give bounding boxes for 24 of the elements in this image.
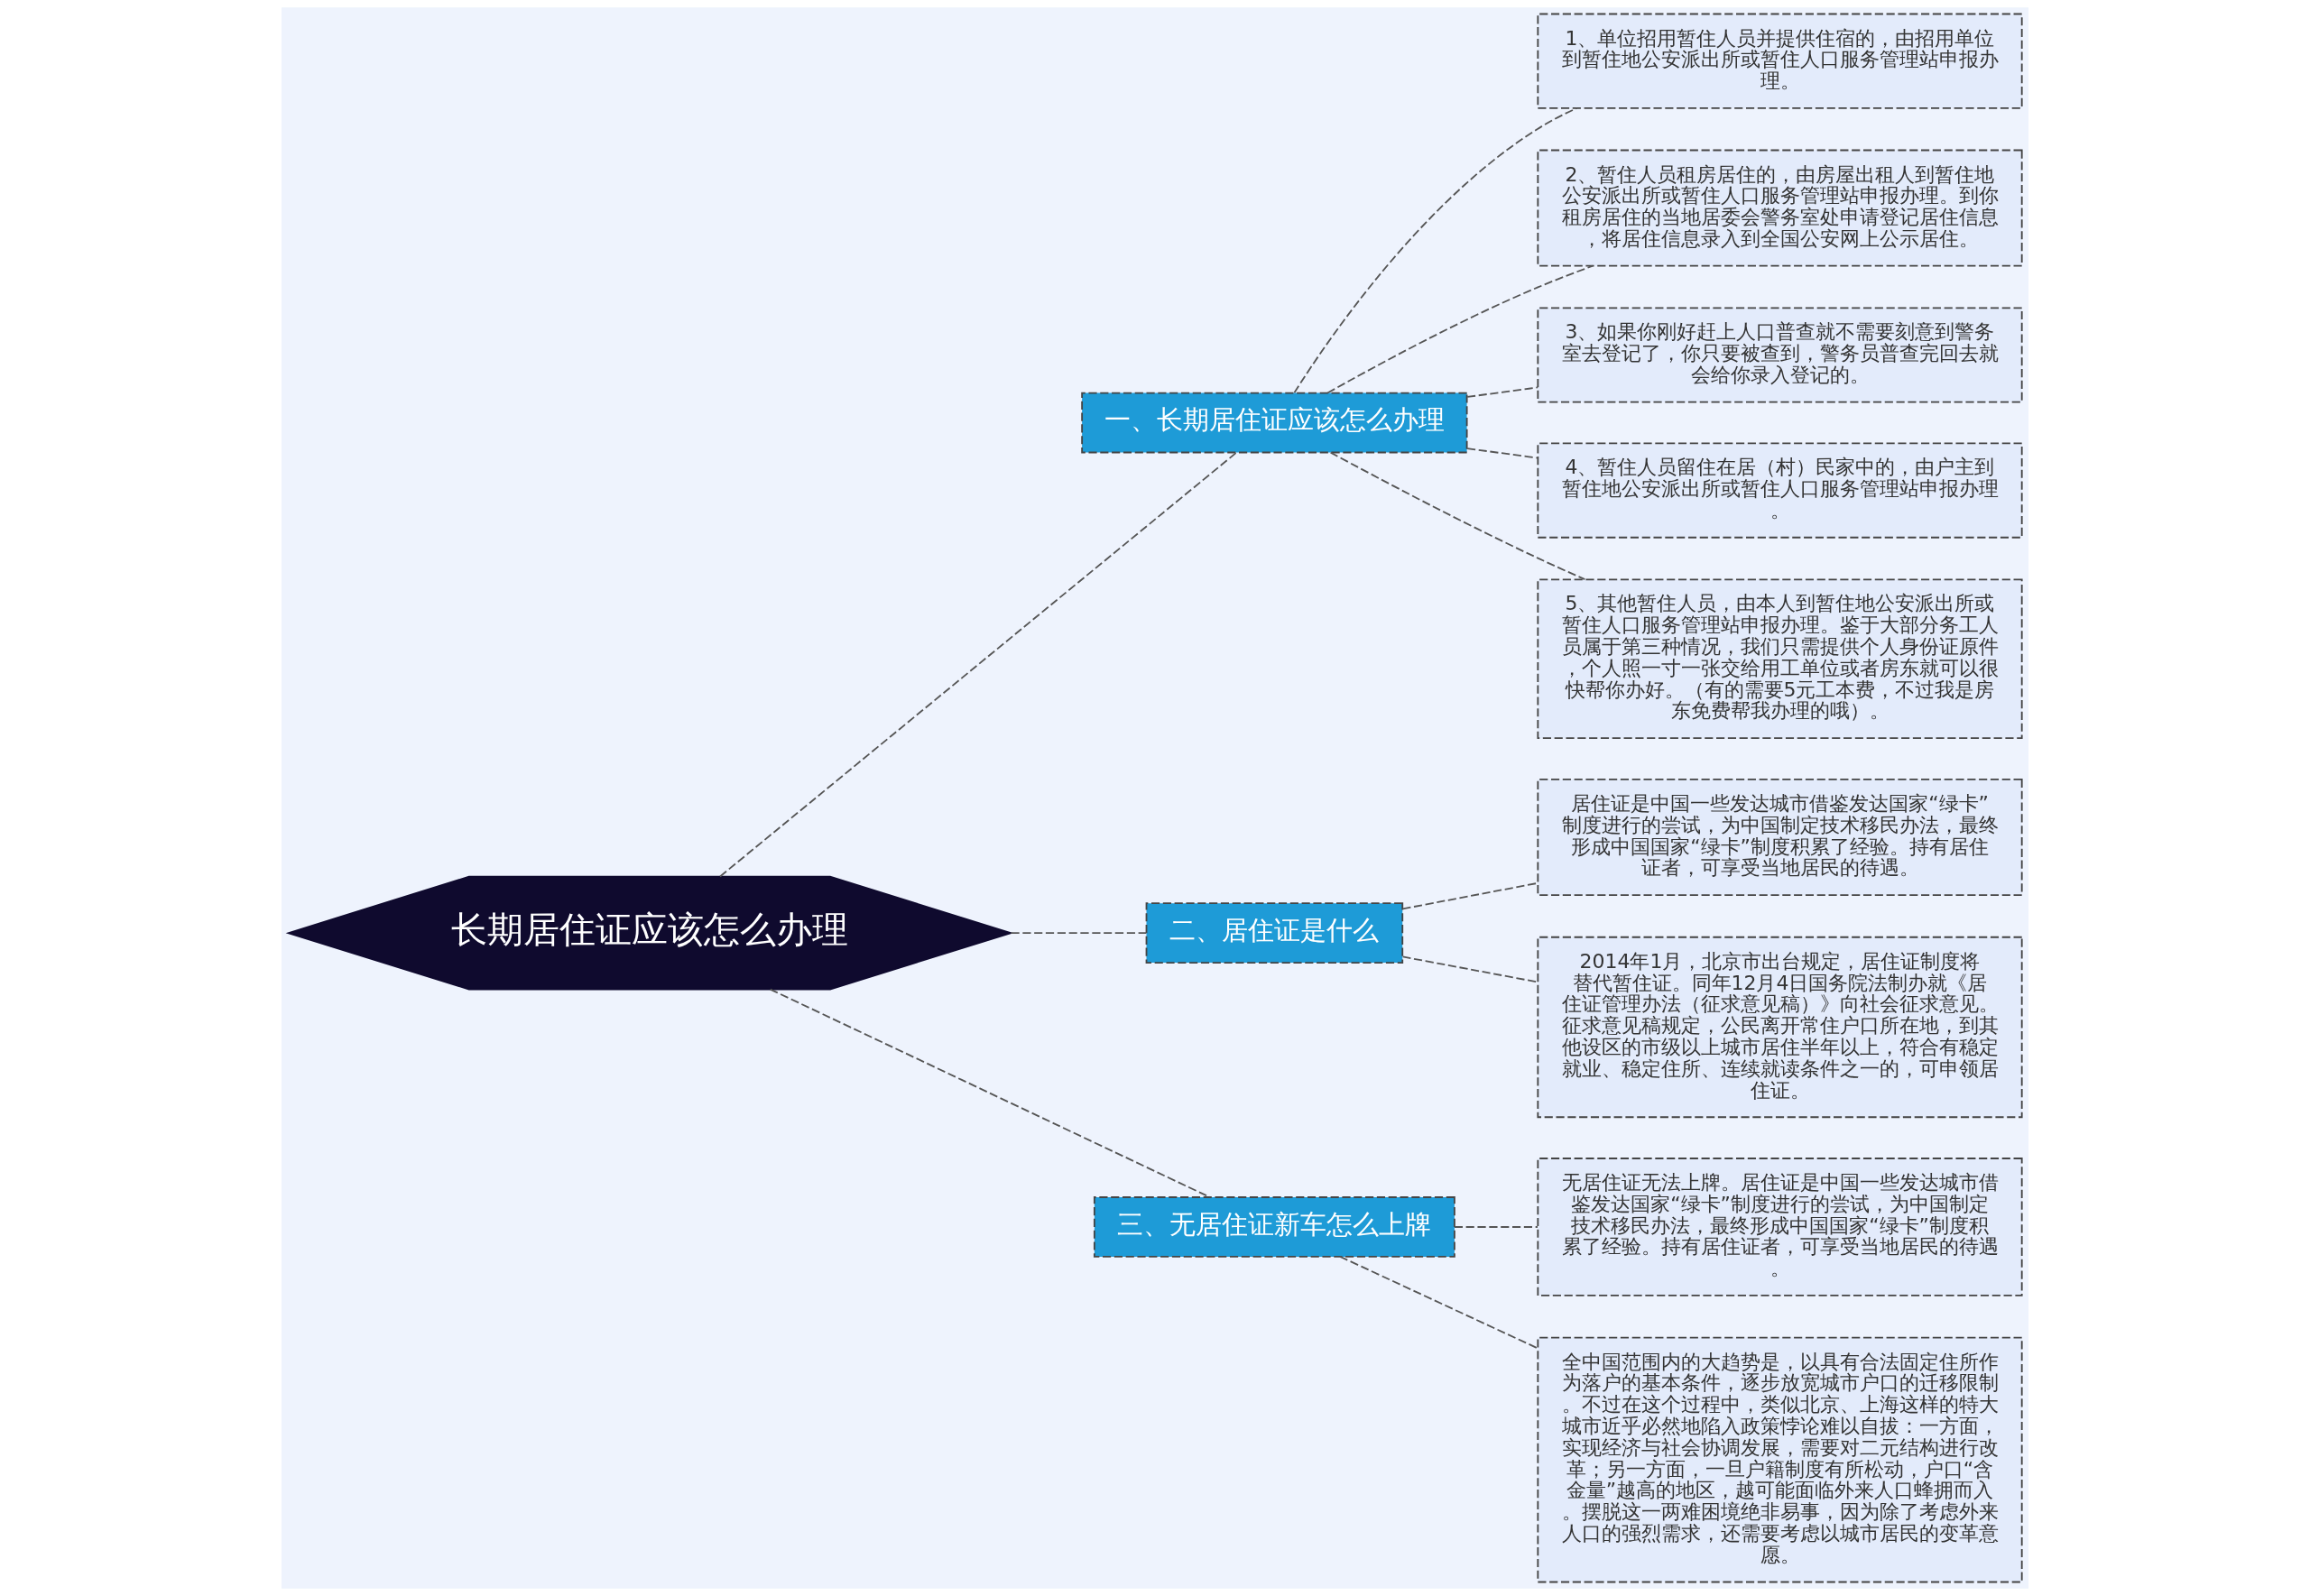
connector xyxy=(719,451,1238,878)
connector xyxy=(1401,881,1538,910)
connector xyxy=(1401,955,1538,983)
node-box: 无居住证无法上牌。居住证是中国一些发达城市借鉴发达国家“绿卡”制度进行的尝试，为中国制定技术移民办法，最终形成中国国家“绿卡”制度积累了经验。持有居住证者，可享受当地居民的待遇。 xyxy=(1537,1158,2023,1296)
node-box: 1、单位招用暂住人员并提供住宿的，由招用单位到暂住地公安派出所或暂住人口服务管理站申报办理。 xyxy=(1537,13,2023,109)
connector xyxy=(769,988,1211,1198)
node-box: 全中国范围内的大趋势是，以具有合法固定住所作为落户的基本条件，逐步放宽城市户口的迁移限制。不过在这个过程中，类似北京、上海这样的特大城市近乎必然地陷入政策悖论难以自拔：一方面，实现经济与社会协调发展，需要对二元结构进行改革；另一方面，一旦户籍制度有所松动，户口“含金量”越高的地区，越可能面临外来人口蜂拥而入。摆脱这一两难困境绝非易事，因为除了考虑外来人口的强烈需求，还需要考虑以城市居民的变革意愿。 xyxy=(1537,1336,2023,1583)
node-box: 一、长期居住证应该怎么办理 xyxy=(1081,392,1468,454)
connector xyxy=(1466,386,1539,398)
connector xyxy=(1293,106,1578,394)
node-box: 2014年1月，北京市出台规定，居住证制度将替代暂住证。同年12月4日国务院法制办就《居住证管理办法（征求意见稿）》向社会征求意见。征求意见稿规定，公民离开常住户口所在地，到其他设区的市级以上城市居住半年以上，符合有稳定就业、稳定住所、连续就读条件之一的，可申领居住证。 xyxy=(1537,936,2023,1119)
connector xyxy=(1326,264,1594,394)
node-box: 5、其他暂住人员，由本人到暂住地公安派出所或暂住人口服务管理站申报办理。鉴于大部分务工人员属于第三种情况，我们只需提供个人身份证原件，个人照一寸一张交给用工单位或者房东就可以很快帮你办好。（有的需要5元工本费，不过我是房东免费帮我办理的哦）。 xyxy=(1537,578,2023,740)
connector xyxy=(1329,451,1586,581)
connector xyxy=(1454,1226,1538,1228)
node-box: 2、暂住人员租房居住的，由房屋出租人到暂住地公安派出所或暂住人口服务管理站申报办理。到你租房居住的当地居委会警务室处申请登记居住信息，将居住信息录入到全国公安网上公示居住。 xyxy=(1537,149,2023,267)
connector xyxy=(1010,932,1148,935)
node-box: 居住证是中国一些发达城市借鉴发达国家“绿卡”制度进行的尝试，为中国制定技术移民办法，最终形成中国国家“绿卡”制度积累了经验。持有居住证者，可享受当地居民的待遇。 xyxy=(1537,779,2023,896)
connector xyxy=(1466,447,1539,459)
node-box: 二、居住证是什么 xyxy=(1145,902,1404,964)
node-box: 3、如果你刚好赶上人口普查就不需要刻意到警务室去登记了，你只要被查到，警务员普查完回去就会给你录入登记的。 xyxy=(1537,307,2023,403)
node-box: 三、无居住证新车怎么上牌 xyxy=(1093,1196,1455,1258)
connector xyxy=(1339,1256,1539,1350)
node-box: 4、暂住人员留住在居（村）民家中的，由户主到暂住地公安派出所或暂住人口服务管理站申报办理。 xyxy=(1537,442,2023,539)
